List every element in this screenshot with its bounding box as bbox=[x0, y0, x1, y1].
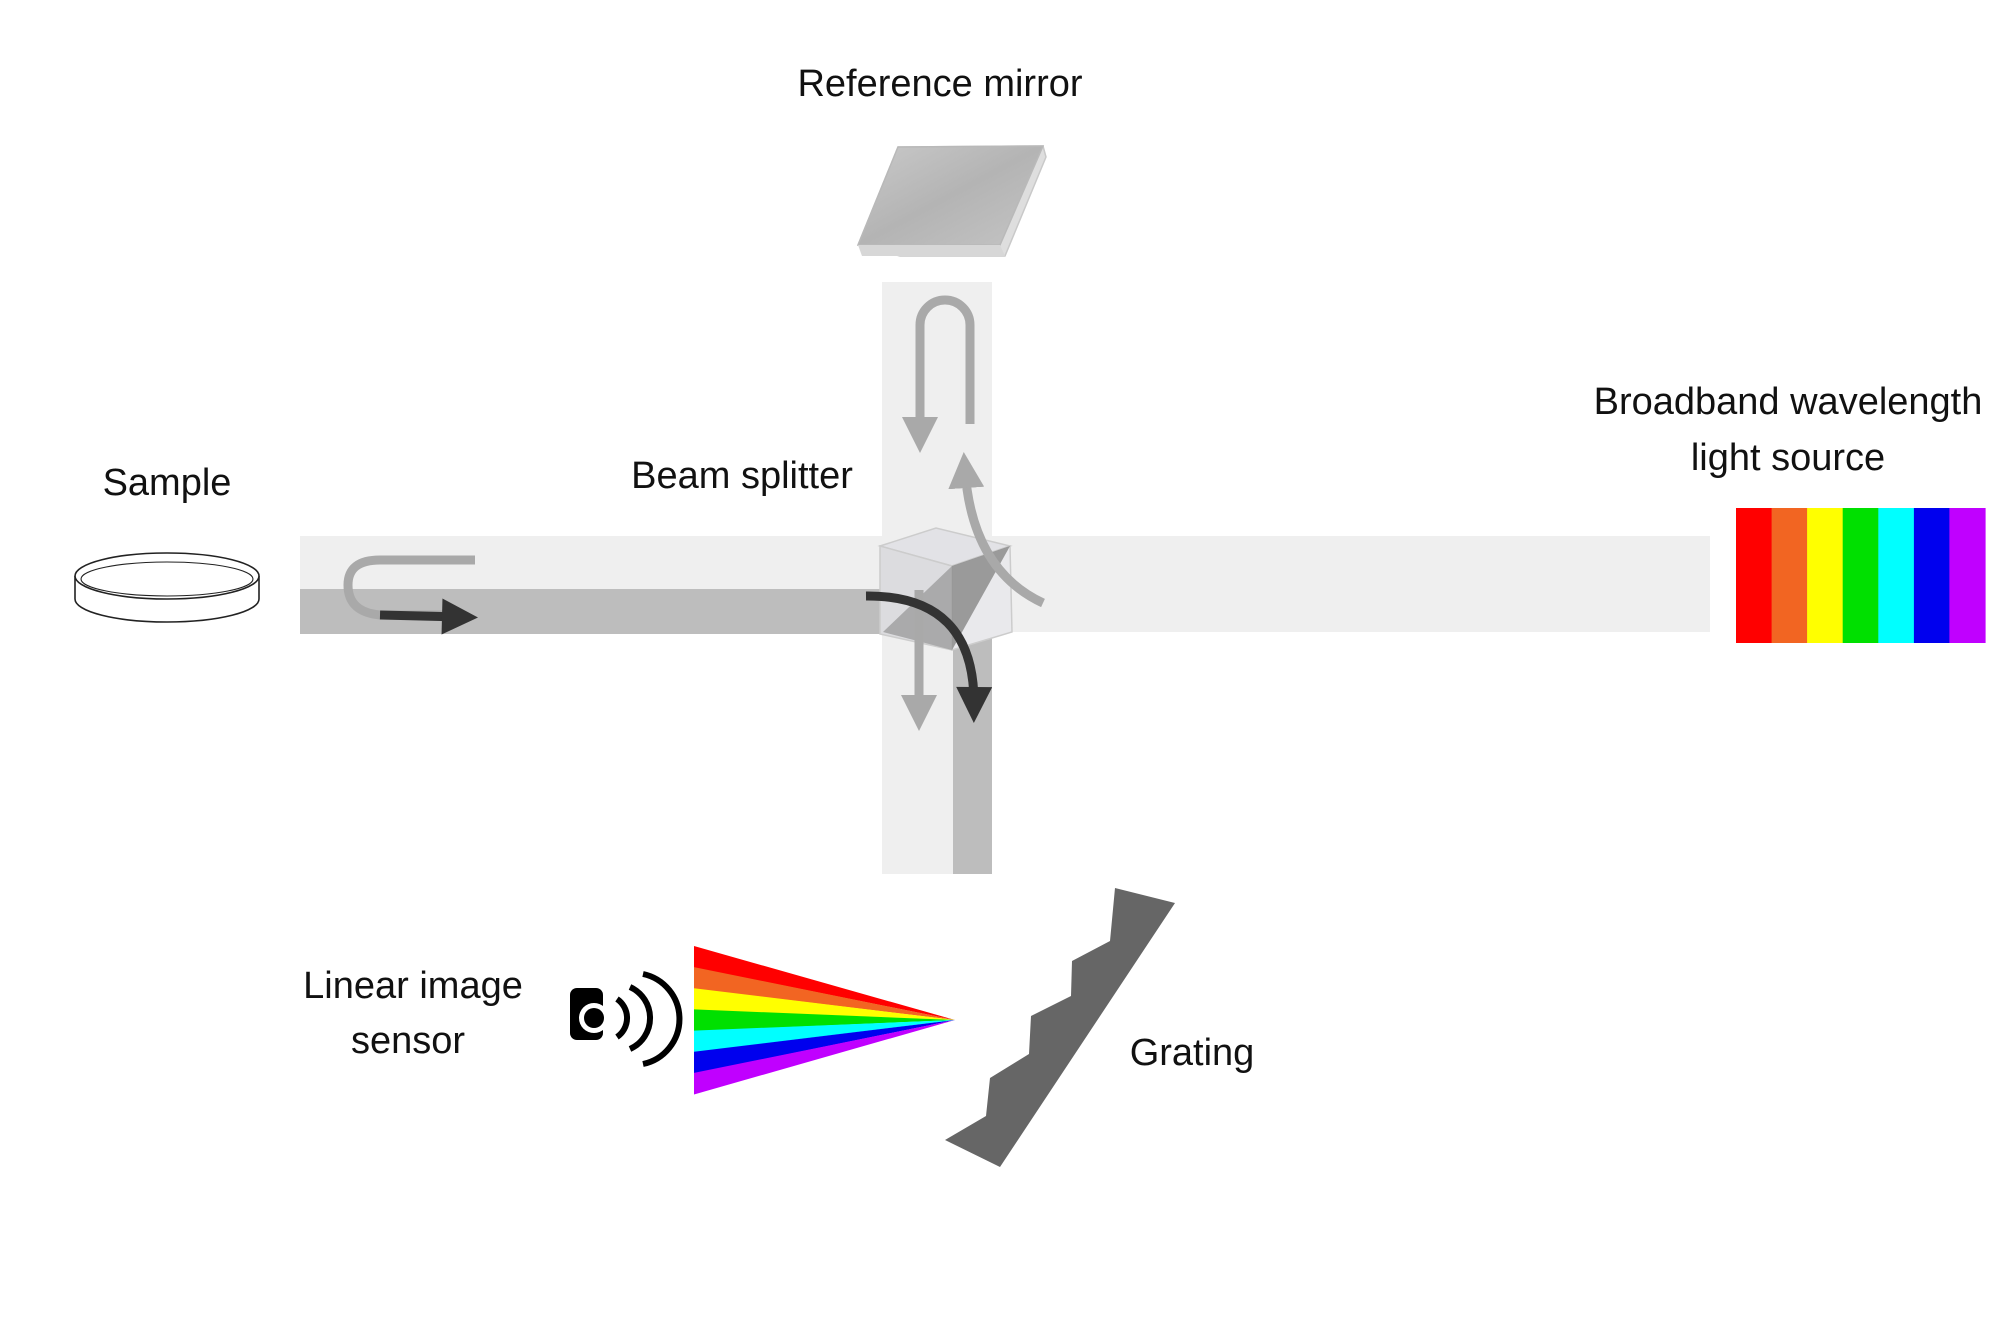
spectrum-bar bbox=[1807, 508, 1844, 643]
fan-band bbox=[694, 967, 955, 1020]
beam-splitter-cube-icon bbox=[877, 527, 1013, 652]
spectrum-bar bbox=[1736, 508, 1773, 643]
reference-mirror-label: Reference mirror bbox=[797, 63, 1082, 105]
fan-band bbox=[694, 1020, 955, 1095]
sample-dish-icon bbox=[74, 552, 260, 623]
spectrum-bar bbox=[1842, 508, 1879, 643]
sample-path-arrows bbox=[379, 591, 993, 723]
sensor-label-line2: sensor bbox=[351, 1020, 465, 1062]
light-source-label-line2: light source bbox=[1691, 437, 1885, 479]
diffraction-grating-icon bbox=[945, 888, 1175, 1167]
dispersed-spectrum-fan bbox=[694, 946, 955, 1095]
grating-label: Grating bbox=[1130, 1032, 1255, 1074]
fan-band bbox=[694, 1009, 955, 1032]
fan-band bbox=[694, 946, 955, 1020]
reference-path-arrows bbox=[343, 295, 1045, 731]
sensor-label-line1: Linear image bbox=[303, 965, 523, 1007]
light-source-spectrum bbox=[1736, 508, 1986, 643]
spectrum-bar bbox=[1949, 508, 1986, 643]
linear-image-sensor-icon bbox=[570, 971, 683, 1067]
spectrum-bar bbox=[1771, 508, 1808, 643]
reference-mirror-icon bbox=[856, 145, 1047, 257]
spectrum-bar bbox=[1913, 508, 1951, 643]
beam-splitter-label: Beam splitter bbox=[631, 455, 853, 497]
sample-label: Sample bbox=[103, 462, 232, 504]
light-source-label-line1: Broadband wavelength bbox=[1594, 381, 1983, 423]
spectrum-bar bbox=[1878, 508, 1915, 643]
